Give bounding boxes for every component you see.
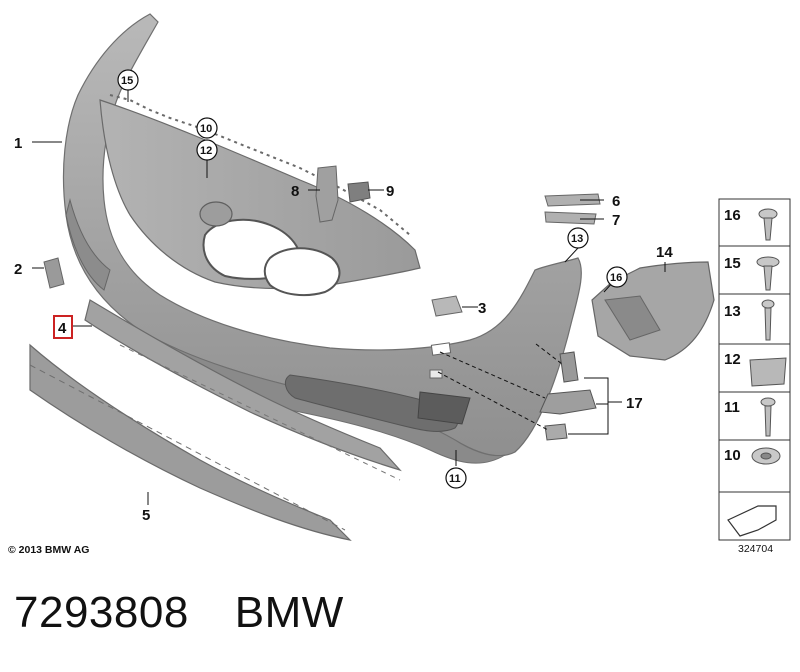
direction-arrow-icon [727,505,777,537]
fastener-legend: 16 15 13 12 11 10 [718,198,791,541]
callout-14: 14 [656,244,673,261]
callout-1: 1 [14,135,22,152]
part-number: 7293808 [14,588,189,637]
callout-3: 3 [478,300,486,317]
leader-lines [32,90,666,505]
screw-long-icon [764,307,772,341]
cap-3 [431,295,463,317]
callout-4-highlight [53,315,73,339]
callout-7: 7 [612,212,620,229]
rivet-icon [764,405,772,437]
clip-9 [347,181,371,203]
callout-10: 10 [200,123,212,135]
screw-icon [763,217,773,241]
callout-17: 17 [626,395,643,412]
spoiler-4 [84,299,402,481]
legend-item-12: 12 [724,351,741,368]
callout-11: 11 [449,473,461,485]
strip-6 [544,193,601,207]
callout-2: 2 [14,261,22,278]
copyright: © 2013 BMW AG [8,544,89,556]
callout-8: 8 [291,183,299,200]
legend-item-10: 10 [724,447,741,464]
callout-12: 12 [200,145,212,157]
bracket-8 [315,165,339,223]
cover-2 [43,257,65,289]
clip-nut-icon [749,357,787,387]
diagram-number: 324704 [738,543,773,555]
legend-item-13: 13 [724,303,741,320]
part-caption: 7293808 BMW [14,588,344,638]
bracket-17 [539,351,597,441]
strip-7 [544,211,597,225]
callout-6: 6 [612,193,620,210]
callout-9: 9 [386,183,394,200]
callout-5: 5 [142,507,150,524]
bolt-icon [763,265,773,291]
callout-4: 4 [58,320,67,337]
bumper-shell [62,13,582,464]
brand-name: BMW [234,588,344,637]
callout-15: 15 [121,75,133,87]
lower-grille-5 [29,343,352,541]
legend-item-15: 15 [724,255,741,272]
legend-item-11: 11 [724,399,740,416]
callout-16: 16 [610,272,622,284]
grille-carrier [99,94,421,297]
bracket-14 [591,261,715,361]
legend-item-16: 16 [724,207,741,224]
callout-labels: 1 2 3 4 5 6 7 8 9 10 12 11 13 14 15 16 1… [14,69,673,524]
callout-13: 13 [571,233,583,245]
